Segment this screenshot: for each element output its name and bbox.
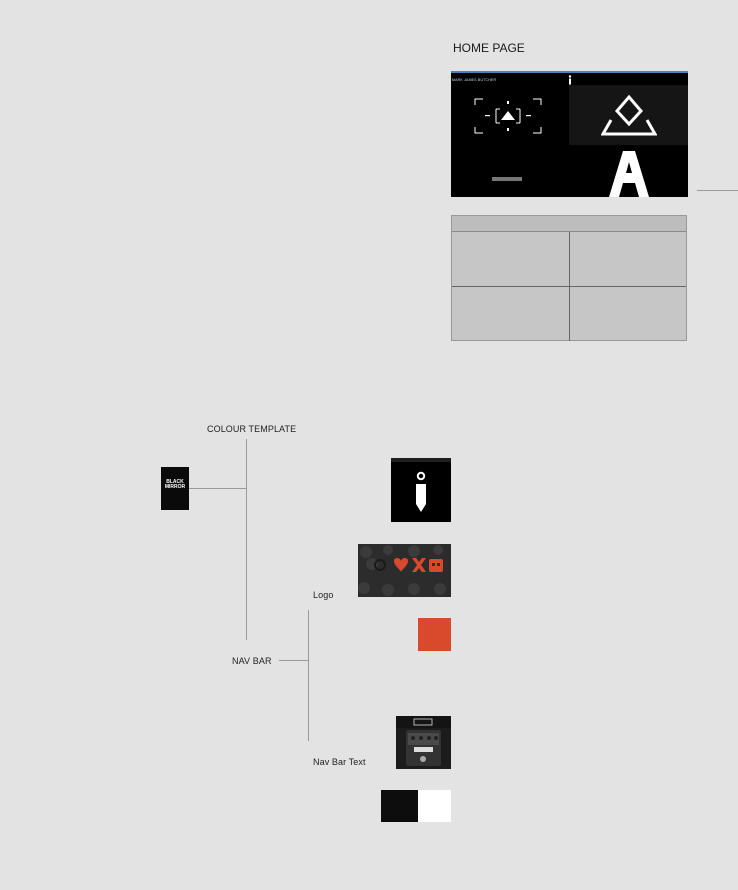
mockup-submit-button [492, 177, 522, 181]
tree-trunk [308, 610, 309, 741]
tree-branch [189, 488, 246, 489]
pedal-art [396, 716, 451, 766]
pedal-nav-text-thumbnail [396, 716, 451, 769]
icon-pattern-thumbnail [358, 544, 451, 597]
tree-branch [279, 660, 308, 661]
diamond-logo-icon [601, 94, 657, 136]
wireframe-header [452, 216, 686, 232]
accent-colour-swatch [418, 618, 451, 651]
mockup-topbar [451, 71, 688, 73]
poster-title: BLACK MIRROR [164, 479, 186, 490]
dagger-i-icon [416, 471, 426, 512]
home-page-title: HOME PAGE [453, 41, 525, 55]
white-colour-swatch [418, 790, 451, 822]
connector-line [697, 190, 738, 191]
homepage-mockup: MARK JAMES BUTCHER [451, 71, 688, 197]
colour-template-label: COLOUR TEMPLATE [207, 424, 297, 434]
mockup-a-panel [569, 147, 688, 197]
nav-bar-label: NAV BAR [232, 656, 272, 666]
black-mirror-poster: BLACK MIRROR [161, 467, 189, 510]
nav-bar-text-label: Nav Bar Text [313, 757, 366, 767]
pattern-art [358, 545, 446, 596]
letter-a-logo-icon [609, 151, 649, 197]
info-icon [568, 75, 572, 85]
logo-label: Logo [313, 590, 334, 600]
viewfinder-logo [474, 98, 542, 134]
wireframe-grid [451, 215, 687, 341]
tree-trunk [246, 439, 247, 640]
wireframe-divider [452, 286, 686, 287]
mockup-site-name: MARK JAMES BUTCHER [452, 78, 497, 82]
black-colour-swatch [381, 790, 418, 822]
logo-reference-thumbnail [391, 458, 451, 522]
mockup-logo-panel [569, 85, 688, 145]
